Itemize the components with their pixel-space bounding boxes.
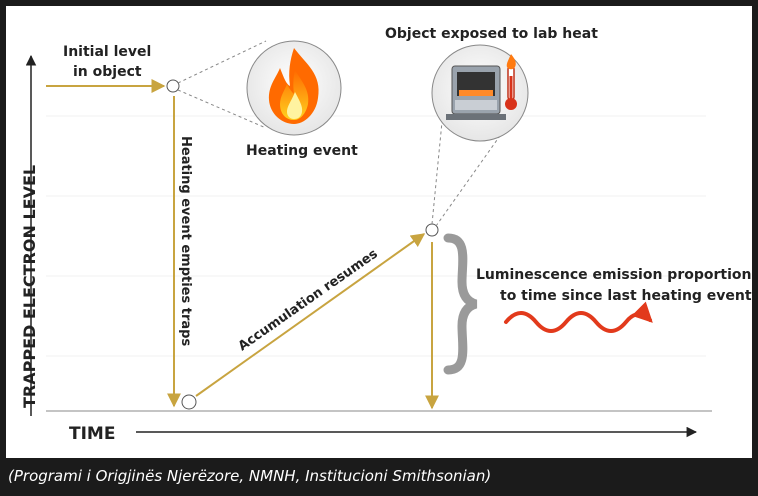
diagram-canvas: TRAPPED ELECTRON LEVEL TIME <box>20 26 758 444</box>
initial-level-label-line2: in object <box>73 64 142 80</box>
fire-icon <box>268 48 319 124</box>
grid <box>46 115 706 357</box>
wave-icon <box>504 301 653 333</box>
curly-brace <box>443 233 478 375</box>
initial-level-node <box>166 79 180 93</box>
diagram-panel: TRAPPED ELECTRON LEVEL TIME <box>6 6 758 458</box>
oven-icon <box>446 65 506 120</box>
heating-event-label: Heating event <box>246 143 358 159</box>
thermometer-icon <box>505 54 517 110</box>
y-axis-label: TRAPPED ELECTRON LEVEL <box>20 165 39 408</box>
emission-label-line2: to time since last heating event <box>500 288 752 304</box>
emptied-node <box>181 394 197 410</box>
caption-bar: (Programi i Origjinës Njerëzore, NMNH, I… <box>0 458 758 496</box>
lab-heat-label: Object exposed to lab heat <box>385 26 598 42</box>
electron-trace <box>46 79 439 410</box>
initial-level-label-line1: Initial level <box>63 44 151 60</box>
accumulation-label: Accumulation resumes <box>236 246 381 354</box>
image-caption: (Programi i Origjinës Njerëzore, NMNH, I… <box>8 467 492 485</box>
callout-lines <box>177 40 515 227</box>
heating-empties-label: Heating event empties traps <box>178 136 193 346</box>
emission-label-line1: Luminescence emission proportional <box>476 267 752 283</box>
x-axis-label: TIME <box>69 424 115 444</box>
